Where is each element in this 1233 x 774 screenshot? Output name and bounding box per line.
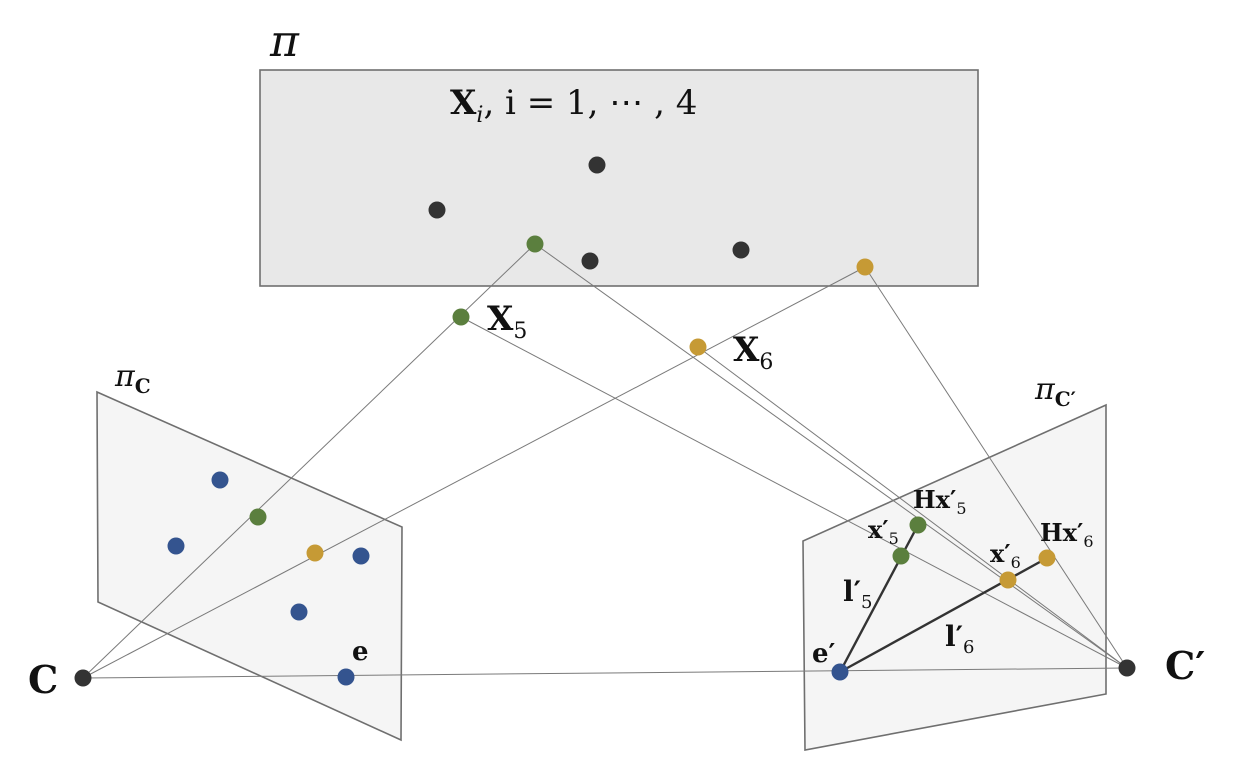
label-X5: X5 — [487, 299, 527, 344]
label-x6-prime: x′6 — [990, 539, 1021, 572]
ray-Cprime-X5-world — [534, 243, 1128, 669]
label-pi: π — [269, 16, 300, 67]
world-point-3 — [581, 252, 599, 270]
image-point-2 — [167, 537, 185, 555]
image-plane-left — [96, 390, 403, 742]
point-5-family — [249, 235, 927, 565]
label-Hx5-prime: Hx′5 — [913, 485, 967, 518]
label-x5-prime: x′5 — [868, 515, 899, 548]
image-point-x5-left — [249, 508, 267, 526]
label-C-prime: C′ — [1165, 643, 1205, 688]
label-l6-prime: l′6 — [945, 620, 974, 658]
label-e: e — [352, 637, 369, 667]
ray-Cprime-X6-world — [864, 266, 1128, 669]
projection-rays — [82, 243, 1128, 679]
point-X6 — [689, 338, 707, 356]
label-X6: X6 — [733, 330, 773, 375]
point-6-family — [306, 258, 1056, 589]
point-x6-prime — [999, 571, 1017, 589]
image-point-3 — [352, 547, 370, 565]
camera-center-C-prime — [1118, 659, 1136, 677]
world-point-5-on-plane — [526, 235, 544, 253]
point-x5-prime — [892, 547, 910, 565]
label-l5-prime: l′5 — [843, 575, 872, 613]
ray-Cprime-X5 — [460, 316, 1128, 669]
world-points — [428, 156, 750, 270]
baseline-C-Cprime — [82, 667, 1128, 679]
ray-Cprime-X6 — [697, 346, 1128, 669]
label-pi-C: πC — [114, 359, 151, 398]
epipole-e — [337, 668, 355, 686]
label-Hx6-prime: Hx′6 — [1040, 518, 1094, 551]
image-point-x6-left — [306, 544, 324, 562]
world-point-2 — [428, 201, 446, 219]
point-Hx5-prime — [909, 516, 927, 534]
image-point-1 — [211, 471, 229, 489]
point-X5 — [452, 308, 470, 326]
camera-center-C — [74, 669, 92, 687]
label-Xi-caption: Xi, i = 1, ⋯ , 4 — [450, 83, 697, 128]
image-point-4 — [290, 603, 308, 621]
epipole-e-prime — [831, 663, 849, 681]
world-point-1 — [588, 156, 606, 174]
world-point-6-on-plane — [856, 258, 874, 276]
ray-C-X6 — [82, 266, 866, 679]
label-e-prime: e′ — [812, 639, 836, 669]
world-plane-pi — [259, 69, 979, 287]
world-point-4 — [732, 241, 750, 259]
label-pi-C-prime: πC′ — [1034, 372, 1076, 411]
label-C: C — [28, 657, 58, 702]
point-Hx6-prime — [1038, 549, 1056, 567]
image-points-left — [167, 471, 370, 686]
